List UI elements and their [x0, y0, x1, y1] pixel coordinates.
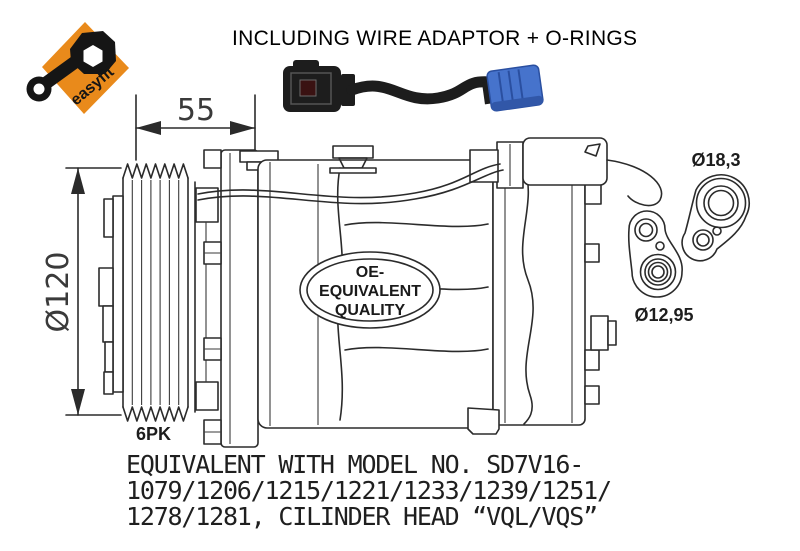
badge-line-3: QUALITY: [335, 302, 406, 319]
badge-line-2: EQUIVALENT: [319, 283, 421, 300]
oring-plate-small: [627, 210, 683, 298]
oring-small-label: Ø12,95: [634, 305, 693, 325]
caption-line-3: 1278/1281, CILINDER HEAD “VQL/VQS”: [126, 502, 598, 531]
dimension-diameter-120: Ø120: [41, 167, 122, 416]
oe-quality-badge: OE- EQUIVALENT QUALITY: [299, 251, 441, 329]
diameter-dimension-label: Ø120: [41, 252, 76, 333]
wrench-icon: [26, 31, 116, 102]
pulley-group: [122, 163, 189, 422]
foot-bracket: [467, 407, 500, 435]
wire-harness: [197, 159, 663, 207]
product-banner-title: INCLUDING WIRE ADAPTOR + O-RINGS: [232, 27, 638, 50]
easyfit-logo: easyfit: [8, 6, 153, 121]
caption-line-2: 1079/1206/1215/1221/1233/1239/1251/: [126, 476, 612, 505]
adaptor-blue-plug: [481, 64, 544, 112]
shaft-rotor: [194, 181, 219, 413]
adaptor-black-plug: [283, 60, 355, 112]
electrical-connector: [469, 137, 608, 189]
width-dimension-label: 55: [177, 93, 215, 128]
adaptor-cable: [346, 76, 496, 105]
technical-drawing: 55 Ø120: [41, 93, 750, 448]
oring-large-label: Ø18,3: [691, 150, 740, 170]
rear-head: [492, 154, 617, 426]
mounting-plate: [203, 149, 279, 448]
oring-plate-large: [681, 174, 750, 262]
caption-line-1: EQUIVALENT WITH MODEL NO. SD7V16-: [126, 450, 584, 479]
wire-adaptor-image: [283, 60, 544, 112]
belt-type-label: 6PK: [136, 424, 171, 444]
clutch-hub: [98, 195, 124, 395]
model-caption: EQUIVALENT WITH MODEL NO. SD7V16- 1079/1…: [126, 450, 612, 531]
badge-line-1: OE-: [356, 264, 384, 281]
easyfit-logo-graphic: easyfit: [26, 22, 129, 114]
